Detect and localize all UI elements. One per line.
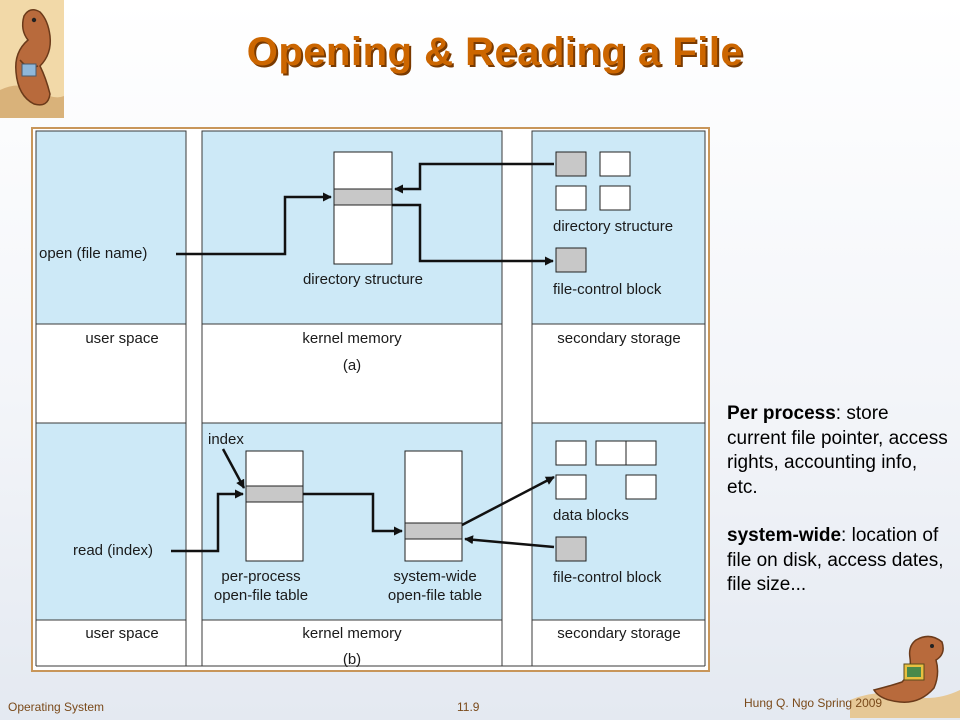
- footer-course: Operating System: [8, 700, 105, 714]
- storage-fcb-label-a: file-control block: [553, 281, 662, 298]
- per-process-to-system-wide-arrow: [303, 492, 403, 536]
- caption-a: (a): [343, 357, 361, 374]
- user-space-label-b: user space: [85, 625, 158, 642]
- user-space-panel-a: [35, 130, 187, 325]
- storage-directory-label: directory structure: [553, 218, 673, 235]
- fcb-block-a: [555, 247, 587, 273]
- fcb-block-b: [555, 536, 587, 562]
- per-process-term: Per process: [727, 403, 836, 424]
- secondary-storage-label-a: secondary storage: [557, 330, 680, 347]
- notes-text: Per process: store current file pointer,…: [727, 402, 952, 622]
- directory-to-fcb-arrow: [392, 203, 554, 266]
- system-wide-label-line2: open-file table: [388, 587, 482, 604]
- system-wide-label-line1: system-wide: [393, 568, 476, 585]
- read-call-label: read (index): [73, 542, 153, 559]
- fcb-to-system-wide-arrow: [464, 535, 555, 549]
- data-block-b2: [595, 440, 627, 466]
- per-process-entry: [245, 485, 304, 503]
- file-open-read-diagram: directory structure directory structure …: [35, 130, 706, 668]
- user-space-label-a: user space: [85, 330, 158, 347]
- data-block-b5: [625, 474, 657, 500]
- storage-block-a2: [599, 151, 631, 177]
- dinosaur-mascot-bottom: [850, 635, 960, 718]
- system-wide-table: [404, 450, 463, 562]
- kernel-memory-label-a: kernel memory: [302, 330, 402, 347]
- footer-author: Hung Q. Ngo Spring 2009: [744, 696, 883, 710]
- system-wide-term: system-wide: [727, 525, 842, 546]
- slide-title: Opening & Reading a File: [246, 30, 744, 74]
- system-wide-entry: [404, 522, 463, 540]
- open-call-label: open (file name): [39, 245, 147, 262]
- user-space-panel-b: [35, 422, 187, 621]
- storage-fcb-label-b: file-control block: [553, 569, 662, 586]
- footer-page-number: 11.9: [457, 700, 480, 714]
- storage-block-a4: [599, 185, 631, 211]
- read-to-per-process-arrow: [171, 489, 244, 553]
- index-label: index: [208, 431, 244, 448]
- storage-block-a3: [555, 185, 587, 211]
- per-process-table: [245, 450, 304, 562]
- data-block-b1: [555, 440, 587, 466]
- data-blocks-label: data blocks: [553, 507, 629, 524]
- kernel-directory-table: [333, 151, 393, 265]
- per-process-label-line2: open-file table: [214, 587, 308, 604]
- system-wide-desc: : location of file on disk, access dates…: [727, 525, 944, 595]
- per-process-desc: : store current file pointer, access rig…: [727, 403, 948, 498]
- index-pointer-arrow: [221, 448, 246, 489]
- per-process-label-line1: per-process: [221, 568, 300, 585]
- secondary-storage-label-b: secondary storage: [557, 625, 680, 642]
- data-block-b3: [625, 440, 657, 466]
- kernel-directory-label: directory structure: [303, 271, 423, 288]
- data-block-b4: [555, 474, 587, 500]
- storage-block-a1: [555, 151, 587, 177]
- caption-b: (b): [343, 651, 361, 668]
- system-wide-note: system-wide: location of file on disk, a…: [727, 524, 952, 598]
- system-wide-to-data-block-arrow: [461, 475, 555, 527]
- storage-to-directory-arrow: [394, 162, 554, 194]
- kernel-directory-entry: [333, 188, 393, 206]
- dinosaur-mascot-top: [0, 0, 64, 118]
- per-process-note: Per process: store current file pointer,…: [727, 402, 952, 500]
- open-to-directory-arrow: [176, 192, 332, 256]
- kernel-memory-label-b: kernel memory: [302, 625, 402, 642]
